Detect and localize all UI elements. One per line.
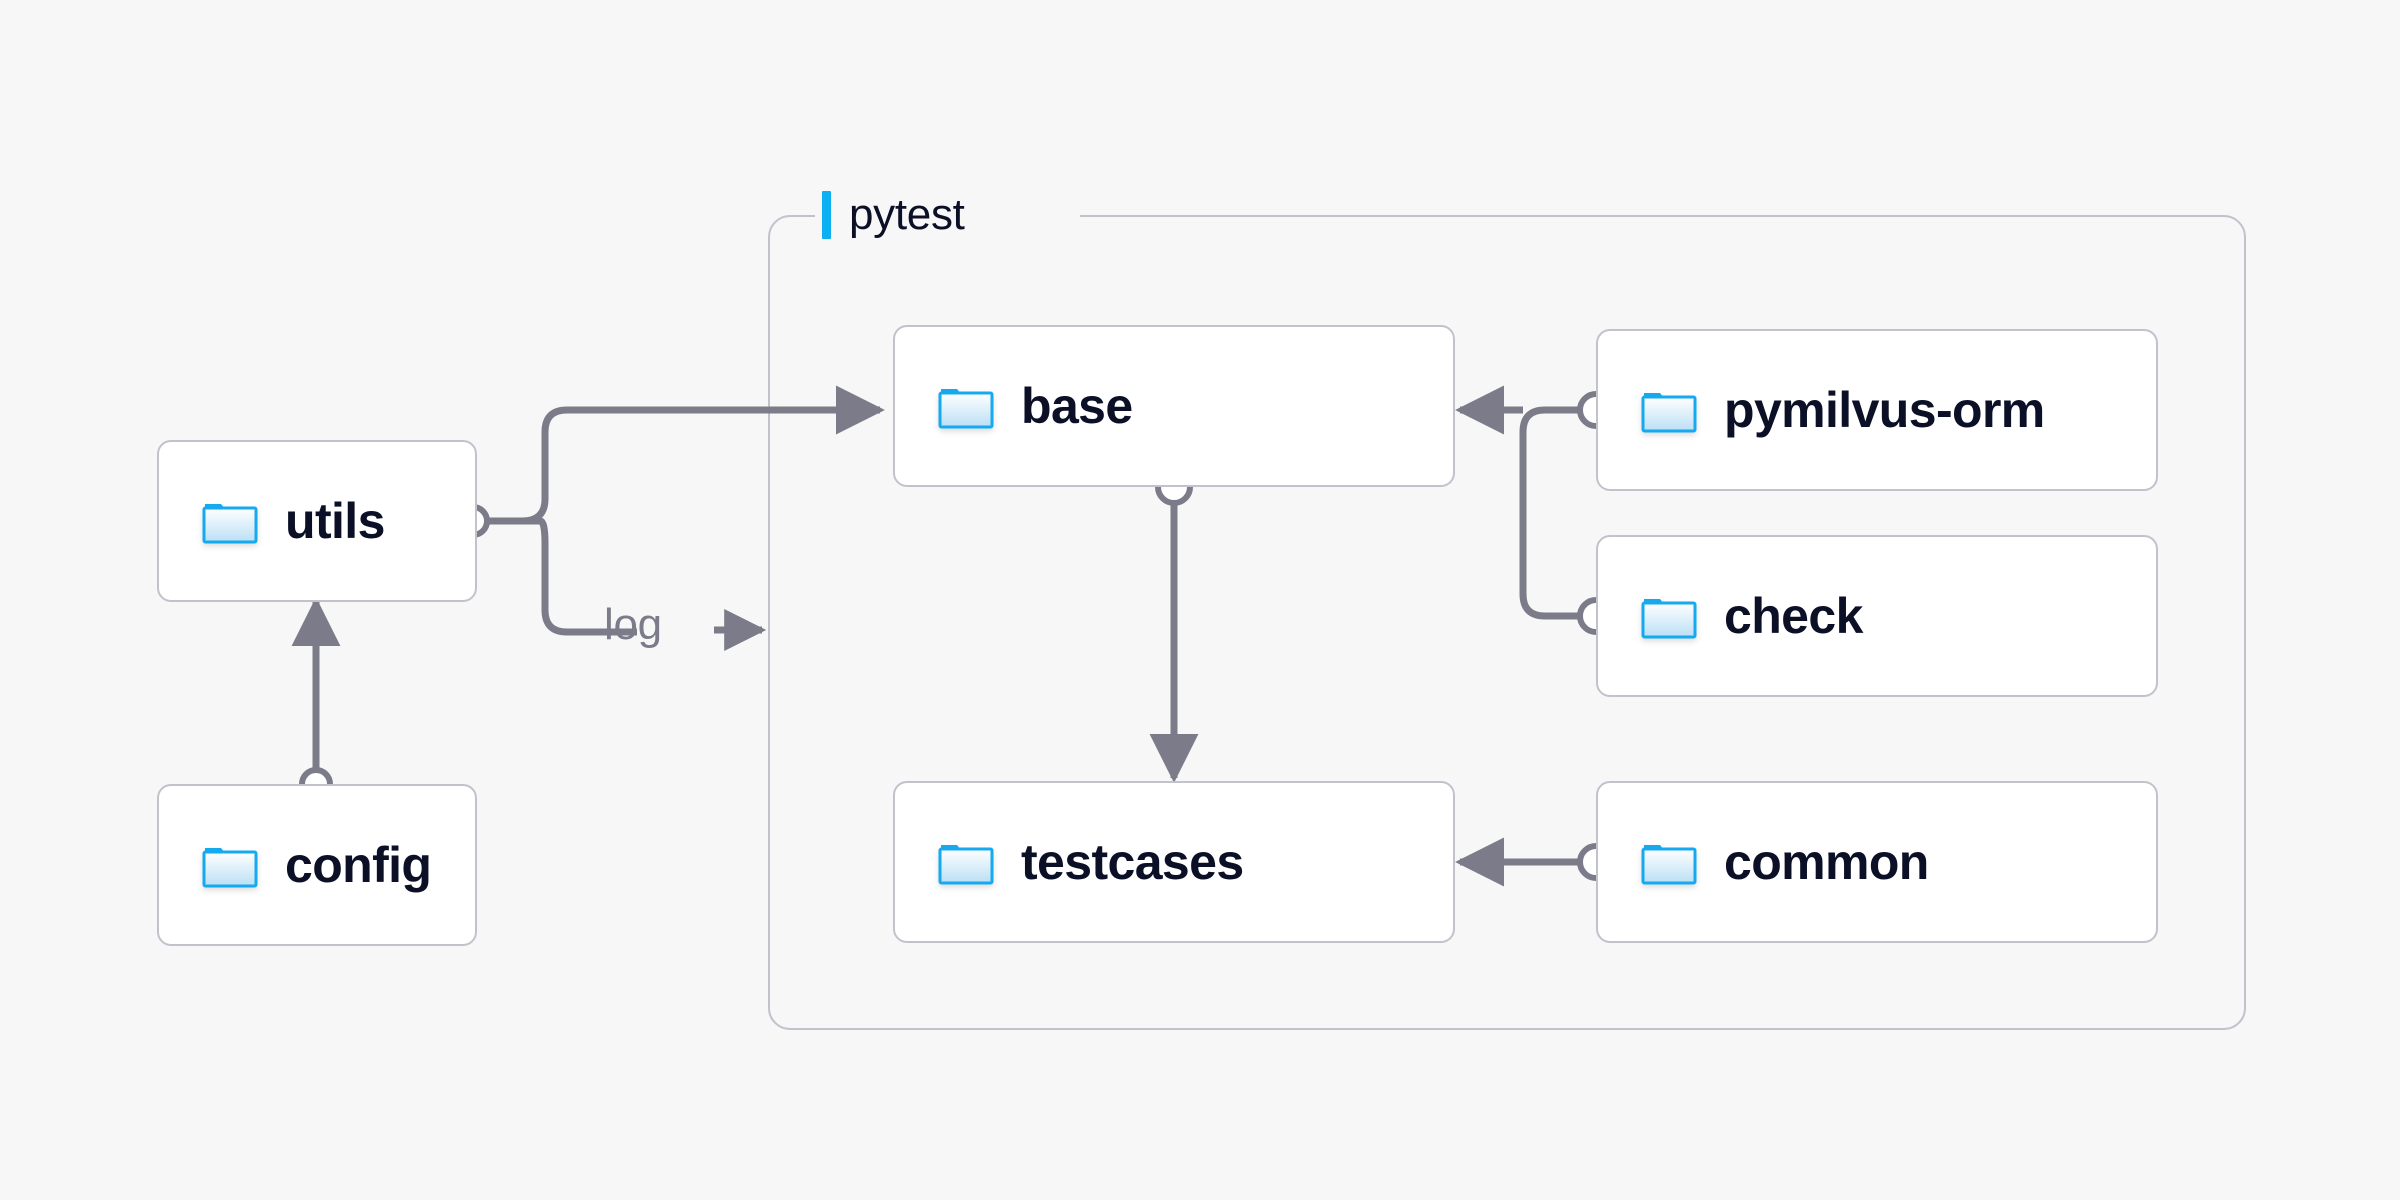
group-accent-bar — [822, 191, 831, 239]
node-pymilvus-orm[interactable]: pymilvus-orm — [1596, 329, 2158, 491]
folder-icon — [1641, 845, 1697, 885]
node-check[interactable]: check — [1596, 535, 2158, 697]
node-label: base — [1021, 378, 1133, 434]
node-label: config — [285, 837, 432, 893]
folder-icon — [202, 504, 258, 544]
folder-icon — [202, 848, 258, 888]
node-label: check — [1724, 588, 1863, 644]
pytest-group-container — [768, 215, 2246, 1030]
group-title-label: pytest — [849, 190, 965, 239]
folder-icon — [1641, 393, 1697, 433]
edge-label-log: log — [604, 600, 662, 649]
node-label: pymilvus-orm — [1724, 382, 2045, 438]
folder-icon — [938, 845, 994, 885]
node-testcases[interactable]: testcases — [893, 781, 1455, 943]
node-common[interactable]: common — [1596, 781, 2158, 943]
node-utils[interactable]: utils — [157, 440, 477, 602]
node-config[interactable]: config — [157, 784, 477, 946]
group-title-border-gap — [815, 206, 1080, 226]
pytest-group-title: pytest — [822, 190, 965, 240]
node-label: testcases — [1021, 834, 1244, 890]
node-base[interactable]: base — [893, 325, 1455, 487]
node-label: common — [1724, 834, 1929, 890]
node-label: utils — [285, 493, 385, 549]
folder-icon — [938, 389, 994, 429]
folder-icon — [1641, 599, 1697, 639]
edge-config-utils — [291, 597, 341, 801]
